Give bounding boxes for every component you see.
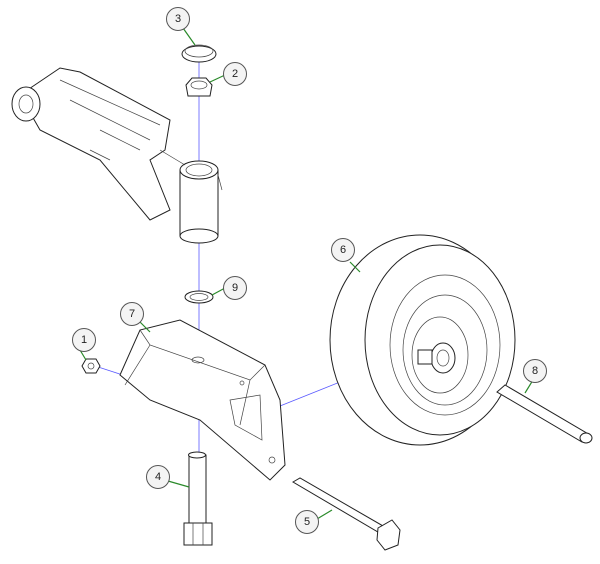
callout-2: 2 [223,62,247,86]
dust-cap [181,44,217,63]
callout-4: 4 [146,465,170,489]
caster-arm [11,67,223,244]
callout-7: 7 [120,302,144,326]
axle-bolt [292,477,401,551]
callout-6: 6 [331,238,355,262]
callout-5: 5 [295,510,319,534]
lock-nut [185,77,213,97]
callout-9: 9 [223,276,247,300]
axle-shaft [496,384,593,444]
hex-nut [81,358,101,374]
callout-1: 1 [72,328,96,352]
axle-axis-line [269,379,346,411]
pivot-bolt [183,451,213,546]
callout-3: 3 [166,7,190,31]
wheel-assembly [329,234,516,446]
callout-8: 8 [523,359,547,383]
caster-fork [119,319,286,481]
thrust-washer [184,290,214,304]
